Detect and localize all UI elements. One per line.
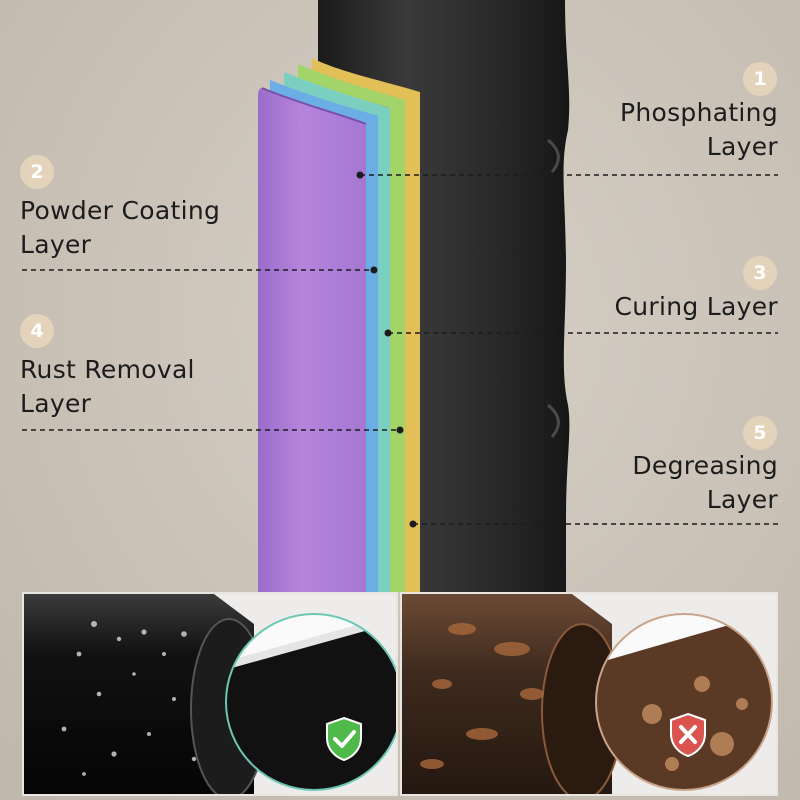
pipe-groove: [547, 403, 560, 438]
check-shield-icon: [326, 716, 362, 762]
layer-1-number: 1: [743, 62, 777, 96]
layer-teal-strip: [284, 72, 390, 592]
layer-4-line2: Layer: [20, 389, 92, 418]
layer-5-label: Degreasing Layer: [632, 449, 778, 517]
layer-1-line2: Layer: [706, 132, 778, 161]
pipe-groove: [547, 138, 560, 173]
layer-green-strip: [298, 64, 405, 592]
layer-3-label: Curing Layer: [615, 290, 779, 324]
comparison-good-panel: [22, 592, 398, 796]
layer-1-line1: Phosphating: [619, 98, 778, 127]
layer-3-number: 3: [743, 256, 777, 290]
rusted-pipe-image: [402, 594, 776, 794]
layer-2-number: 2: [20, 155, 54, 189]
leader-dot-3: [384, 329, 392, 337]
layer-5-line1: Degreasing: [632, 451, 778, 480]
layer-blue-strip: [270, 80, 378, 592]
layer-4-number: 4: [20, 314, 54, 348]
x-shield-icon: [670, 712, 706, 758]
comparison-bad-panel: [400, 592, 778, 796]
leader-dot-4: [396, 426, 404, 434]
layer-4-line1: Rust Removal: [20, 355, 195, 384]
layer-4-label: Rust Removal Layer: [20, 353, 195, 421]
leader-dot-1: [356, 171, 364, 179]
layer-purple-sheet: [258, 88, 366, 592]
layer-1-label: Phosphating Layer: [620, 96, 778, 164]
layer-yellow-strip: [312, 58, 420, 592]
layer-2-line2: Layer: [20, 230, 92, 259]
layer-5-number: 5: [743, 416, 777, 450]
leader-dot-2: [370, 266, 378, 274]
layer-2-label: Powder Coating Layer: [20, 194, 220, 262]
layer-3-line1: Curing Layer: [614, 292, 778, 321]
clean-pipe-image: [24, 594, 396, 794]
layer-2-line1: Powder Coating: [20, 196, 221, 225]
leader-dot-5: [409, 520, 417, 528]
layer-5-line2: Layer: [706, 485, 778, 514]
